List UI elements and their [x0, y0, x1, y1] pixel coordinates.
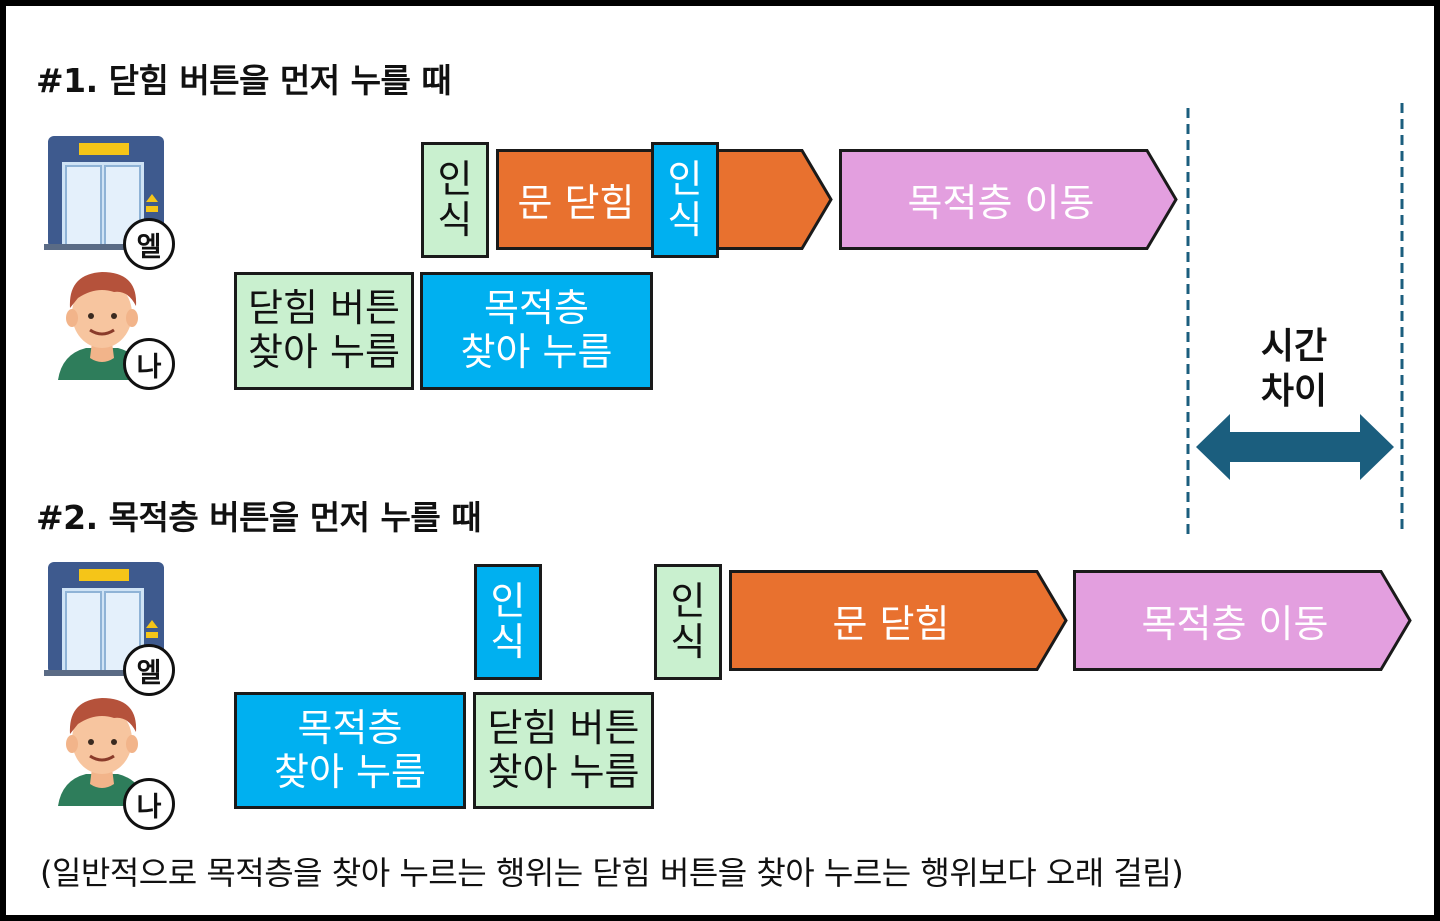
elevator-icon — [44, 562, 166, 676]
door-close-label: 문 닫힘 — [517, 181, 635, 225]
move-floor-label: 목적층 이동 — [907, 181, 1095, 225]
elevator-icon — [44, 136, 166, 250]
door-close-label: 문 닫힘 — [832, 602, 950, 646]
footnote: (일반적으로 목적층을 찾아 누르는 행위는 닫힘 버튼을 찾아 누르는 행위보… — [40, 854, 1184, 892]
elevator-badge: 엘 — [123, 218, 175, 270]
move-floor-label: 목적층 이동 — [1141, 602, 1329, 646]
move-floor-arrow — [1073, 570, 1412, 671]
dashed-line-left — [1186, 108, 1190, 540]
move-floor-arrow — [839, 149, 1178, 250]
scenario2-heading: #2. 목적층 버튼을 먼저 누를 때 — [36, 498, 482, 537]
person-badge: 나 — [123, 778, 175, 830]
person-badge: 나 — [123, 338, 175, 390]
door-close-arrow — [729, 570, 1068, 671]
double-arrow-icon — [1196, 414, 1394, 480]
dashed-line-right — [1400, 103, 1404, 535]
scenario1-heading: #1. 닫힘 버튼을 먼저 누를 때 — [36, 61, 452, 100]
elevator-badge: 엘 — [123, 644, 175, 696]
